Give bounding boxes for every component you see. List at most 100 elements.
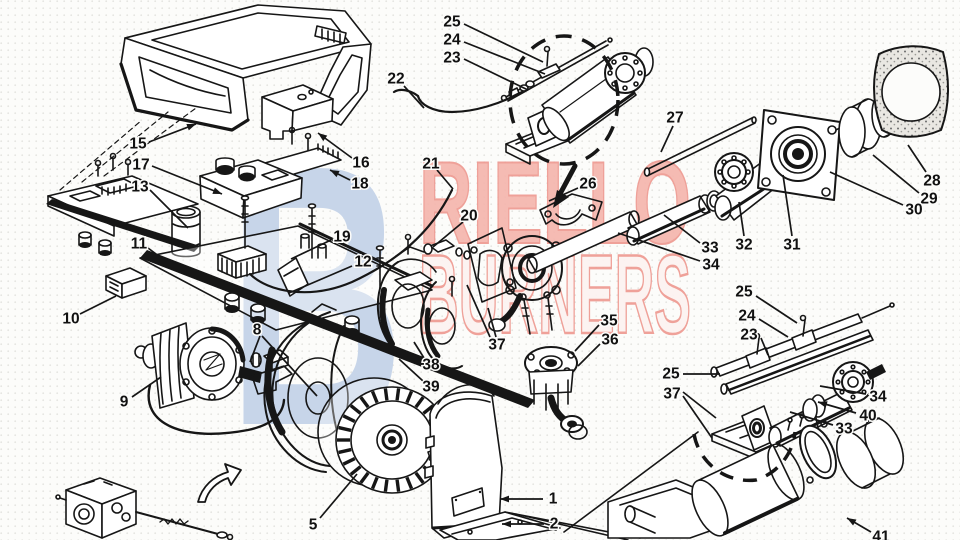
- part-number-label: 40: [859, 408, 876, 425]
- part-number-label: 16: [352, 155, 370, 172]
- part-number-label: 33: [701, 240, 719, 257]
- part-number-label: 23: [740, 327, 758, 344]
- callout-10: 10: [61, 295, 117, 329]
- part-number-label: 1: [549, 491, 558, 508]
- part-number-label: 39: [422, 379, 440, 396]
- callout-30: 30: [829, 171, 924, 220]
- callout-36: 36: [577, 330, 620, 367]
- part-number-label: 11: [131, 236, 148, 253]
- gasket: [873, 45, 950, 138]
- part-number-label: 28: [923, 173, 941, 190]
- part-number-label: 17: [132, 157, 149, 174]
- callout-22: 22: [386, 69, 425, 109]
- callout-33: 33: [663, 214, 720, 258]
- callout-20: 20: [432, 206, 479, 248]
- part-number-label: 36: [601, 332, 619, 349]
- callout-2: 2: [502, 514, 560, 534]
- callout-39: 39: [398, 358, 441, 397]
- part-number-label: 5: [309, 517, 318, 534]
- callout-11: 11: [129, 234, 169, 264]
- part-number-label: 23: [443, 50, 461, 67]
- callout-27: 27: [660, 108, 685, 153]
- callout-23: 23: [442, 48, 529, 91]
- blast-tube-top: [505, 47, 654, 165]
- oil-pump: [55, 477, 234, 540]
- chassis-plate-main: [139, 195, 535, 408]
- part-number-label: 13: [131, 179, 149, 196]
- part-number-label: 20: [460, 208, 477, 225]
- part-number-label: 10: [62, 311, 79, 328]
- part-number-label: 22: [387, 71, 404, 88]
- part-number-label: 32: [735, 237, 752, 254]
- burner-hood: [119, 4, 372, 132]
- callout-41: 41: [846, 517, 891, 540]
- air-damper-discs: [376, 233, 463, 370]
- part-number-label: 37: [663, 386, 680, 403]
- chassis-plate-left: [46, 107, 200, 256]
- flange-disc: [714, 152, 754, 192]
- part-number-label: 18: [351, 176, 369, 193]
- callout-32: 32: [734, 201, 754, 255]
- motor-cable: [147, 383, 286, 435]
- part-number-label: 29: [920, 191, 938, 208]
- callout-26: 26: [548, 174, 598, 202]
- connector-block: [105, 267, 147, 299]
- part-number-label: 9: [120, 394, 129, 411]
- callout-23: 23: [739, 325, 769, 356]
- direction-arrow: [197, 463, 242, 503]
- callout-25: 25: [661, 364, 720, 384]
- dashed-detail-arc: [563, 431, 797, 533]
- callout-25: 25: [442, 12, 544, 63]
- part-number-label: 8: [253, 322, 262, 339]
- callout-5: 5: [307, 473, 358, 535]
- callout-13: 13: [130, 177, 189, 229]
- control-box: [199, 157, 303, 219]
- callout-12: 12: [288, 252, 373, 294]
- callout-34: 34: [819, 385, 888, 407]
- callout-25: 25: [734, 282, 798, 324]
- part-number-label: 21: [422, 156, 440, 173]
- part-number-label: 12: [354, 254, 371, 271]
- callout-17: 17: [131, 155, 223, 195]
- dashed-detail-circle: [508, 34, 620, 208]
- nozzle-holder-head: [467, 193, 603, 335]
- callout-37: 37: [466, 284, 507, 355]
- part-number-label: 27: [666, 110, 683, 127]
- part-number-label: 26: [579, 176, 597, 193]
- part-number-label: 41: [872, 529, 890, 540]
- part-number-label: 25: [735, 284, 753, 301]
- part-number-label: 15: [129, 136, 147, 153]
- support-rod: [643, 116, 757, 177]
- callout-21: 21: [421, 154, 454, 190]
- callout-33: 33: [789, 411, 854, 439]
- nozzle-lines-lower: [710, 302, 895, 395]
- part-number-label: 19: [333, 229, 351, 246]
- callout-37: 37: [662, 384, 717, 439]
- callout-1: 1: [500, 489, 559, 509]
- callout-29: 29: [872, 154, 939, 209]
- small-fitting: [423, 239, 471, 260]
- part-number-label: 35: [600, 313, 618, 330]
- callout-9: 9: [118, 376, 162, 412]
- callout-24: 24: [737, 306, 789, 338]
- part-number-label: 24: [443, 32, 461, 49]
- tube-sleeve: [626, 190, 722, 246]
- callout-38: 38: [413, 341, 441, 375]
- motor: [134, 322, 262, 409]
- part-number-label: 38: [422, 357, 440, 374]
- part-number-label: 25: [443, 14, 461, 31]
- mounting-flange: [757, 109, 859, 201]
- part-number-label: 33: [835, 421, 853, 438]
- part-number-label: 24: [738, 308, 756, 325]
- callout-16: 16: [317, 132, 371, 173]
- part-number-label: 30: [905, 202, 922, 219]
- scroll-housing: [263, 303, 349, 473]
- callouts-layer: 2524232215171316182120191211109838395122…: [61, 12, 943, 540]
- callout-28: 28: [907, 144, 942, 191]
- callout-18: 18: [329, 169, 370, 194]
- callout-31: 31: [782, 174, 802, 255]
- part-number-label: 34: [869, 389, 887, 406]
- part-number-label: 34: [702, 257, 720, 274]
